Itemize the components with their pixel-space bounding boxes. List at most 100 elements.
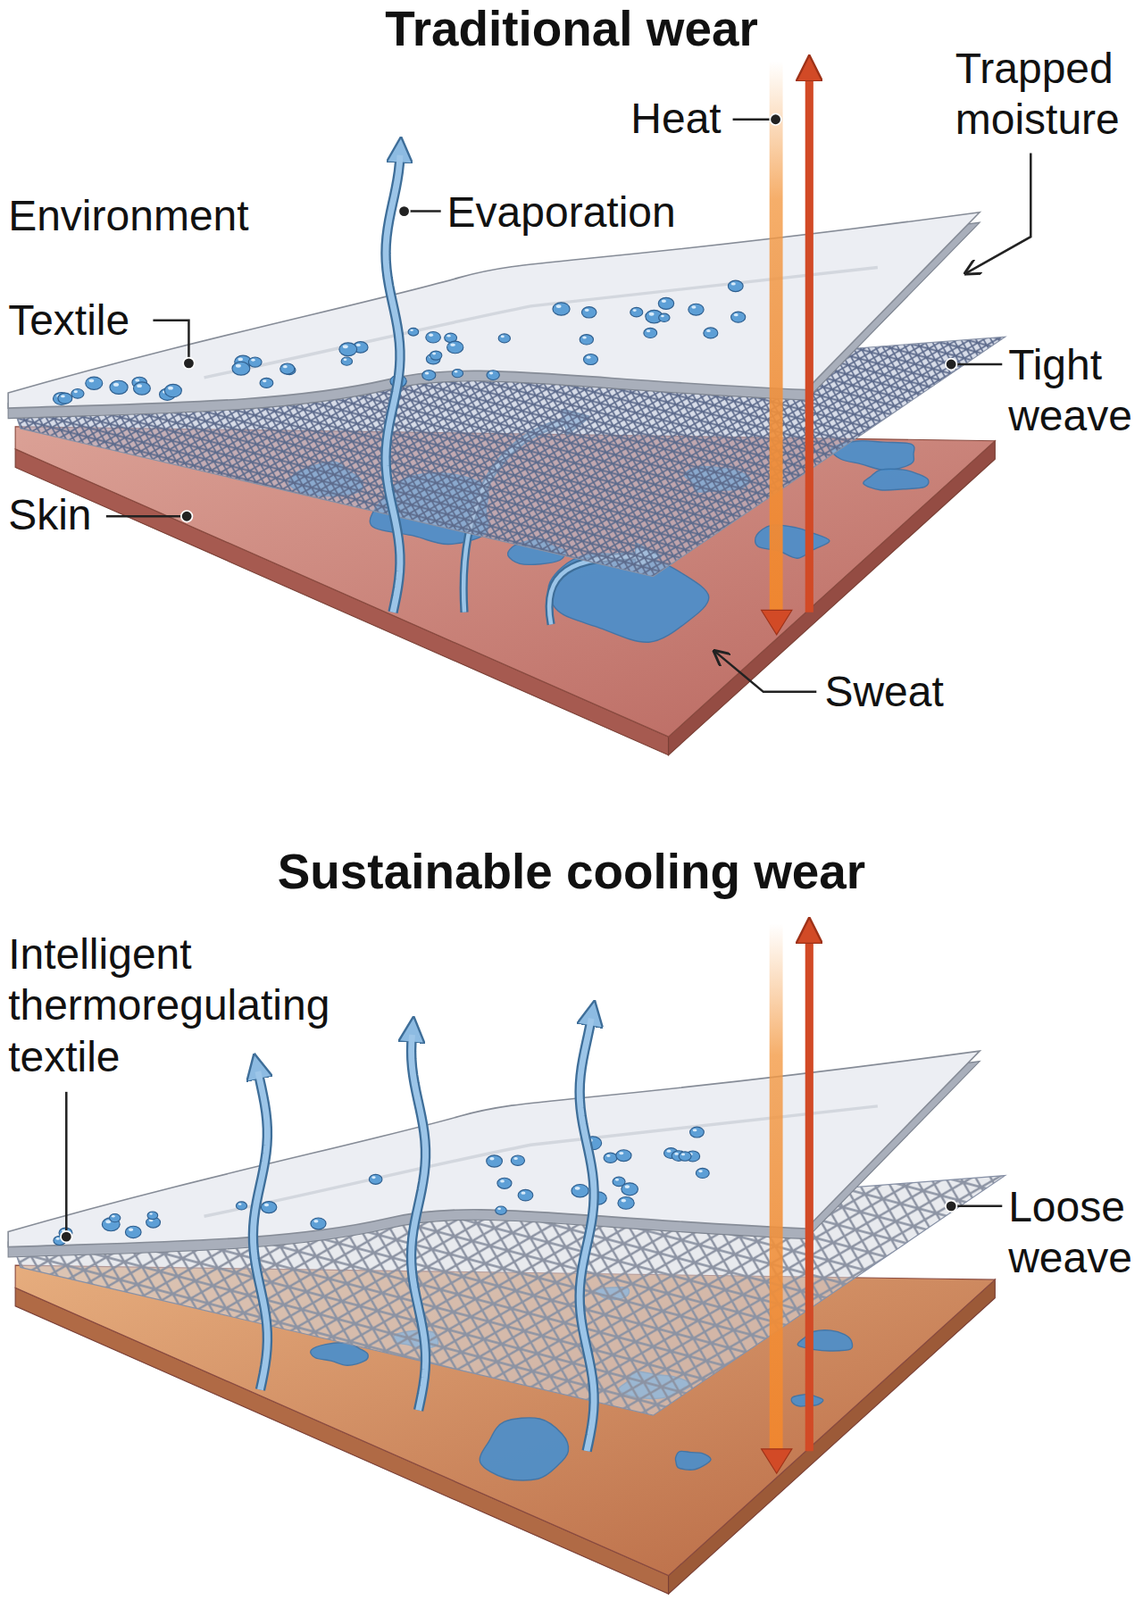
moisture-droplet [495, 1206, 507, 1215]
droplet-highlight [660, 315, 665, 318]
moisture-droplet [260, 1201, 276, 1214]
leader-lines [60, 113, 1031, 1243]
moisture-droplet [643, 327, 658, 338]
moisture-droplet [617, 1197, 635, 1210]
droplet-highlight [584, 308, 590, 312]
panel [8, 923, 1006, 1594]
droplet-highlight [489, 372, 493, 376]
moisture-droplet [232, 361, 251, 376]
moisture-droplet [497, 1177, 512, 1189]
leader-line [951, 1205, 1002, 1209]
callout-label: Sweat [824, 666, 943, 718]
droplet-highlight [734, 313, 739, 317]
droplet-highlight [238, 1202, 242, 1205]
heat-arrow [805, 935, 814, 1452]
droplet-highlight [497, 1208, 501, 1210]
droplet-highlight [513, 1157, 518, 1160]
sweat-patch [675, 1451, 711, 1470]
heat-arrow [805, 73, 814, 612]
droplet-highlight [731, 282, 736, 285]
part-label: Intelligent thermoregulating textile [8, 928, 330, 1084]
moisture-droplet [678, 1151, 692, 1161]
moisture-droplet [486, 1155, 503, 1168]
process-label: Evaporation [447, 186, 676, 239]
moisture-droplet [341, 357, 352, 366]
moisture-droplet [280, 363, 295, 375]
droplet-highlight [556, 304, 562, 309]
moisture-droplet [109, 1213, 121, 1222]
moisture-droplet [688, 303, 704, 316]
moisture-droplet [690, 1126, 705, 1138]
moisture-droplet [133, 382, 151, 395]
droplet-highlight [489, 1157, 494, 1161]
droplet-highlight [674, 1152, 679, 1156]
evaporation-arrow [385, 155, 401, 613]
heat-arrow [769, 923, 784, 1452]
moisture-droplet [731, 311, 746, 323]
droplet-highlight [111, 1215, 116, 1218]
heat-arrow [769, 61, 784, 613]
moisture-droplet [703, 327, 718, 339]
droplet-highlight [262, 379, 267, 383]
droplet-highlight [60, 394, 66, 398]
moisture-droplet [422, 370, 436, 381]
callout-label: Trapped moisture [955, 42, 1120, 146]
droplet-highlight [134, 378, 140, 382]
leader-dot [183, 358, 195, 370]
leader-line [733, 117, 776, 121]
droplet-highlight [409, 329, 413, 332]
droplet-highlight [136, 383, 142, 388]
droplet-highlight [586, 356, 592, 359]
droplet-highlight [450, 342, 455, 347]
droplet-highlight [454, 370, 459, 373]
moisture-droplet [58, 392, 73, 404]
droplet-highlight [425, 371, 430, 375]
droplet-highlight [692, 1128, 698, 1132]
leader-line [714, 650, 817, 693]
leader-dot [769, 113, 782, 126]
droplet-highlight [661, 300, 667, 303]
droplet-highlight [113, 383, 119, 387]
droplet-highlight [128, 1228, 134, 1233]
droplet-highlight [371, 1176, 376, 1179]
droplet-highlight [89, 378, 95, 383]
droplet-highlight [428, 333, 434, 337]
textile-layer [8, 212, 980, 409]
evaporation-arrow [411, 1034, 426, 1411]
sweat-patch [479, 1418, 568, 1481]
droplet-highlight [167, 386, 174, 391]
leader-dot [945, 1201, 958, 1213]
droplet-highlight [649, 312, 655, 317]
moisture-droplet [310, 1218, 326, 1230]
moisture-droplet [147, 1211, 159, 1220]
moisture-droplet [85, 376, 103, 390]
region-label: Environment [8, 191, 249, 243]
droplet-highlight [264, 1203, 269, 1207]
part-label: Tight weave [1008, 340, 1133, 443]
moisture-droplet [429, 350, 442, 360]
leader-dot [398, 205, 410, 217]
leader-line [106, 515, 187, 518]
moisture-droplet [259, 377, 274, 388]
leader-dot [945, 358, 958, 371]
moisture-droplet [658, 297, 674, 309]
droplet-highlight [500, 1179, 505, 1183]
moisture-droplet [727, 280, 743, 293]
evaporation-arrow [252, 1071, 267, 1391]
droplet-highlight [342, 344, 349, 349]
part-label: Skin [8, 490, 92, 543]
droplet-highlight [698, 1169, 702, 1173]
droplet-highlight [691, 305, 696, 309]
process-label: Heat [630, 92, 721, 145]
moisture-droplet [603, 1152, 618, 1163]
droplet-highlight [235, 364, 242, 368]
moisture-droplet [583, 354, 598, 366]
moisture-droplet [552, 302, 570, 316]
moisture-droplet [517, 1189, 534, 1202]
moisture-droplet [447, 341, 464, 354]
droplet-highlight [706, 329, 711, 333]
droplet-highlight [606, 1154, 610, 1158]
moisture-droplet [164, 383, 182, 397]
droplet-highlight [343, 358, 348, 361]
